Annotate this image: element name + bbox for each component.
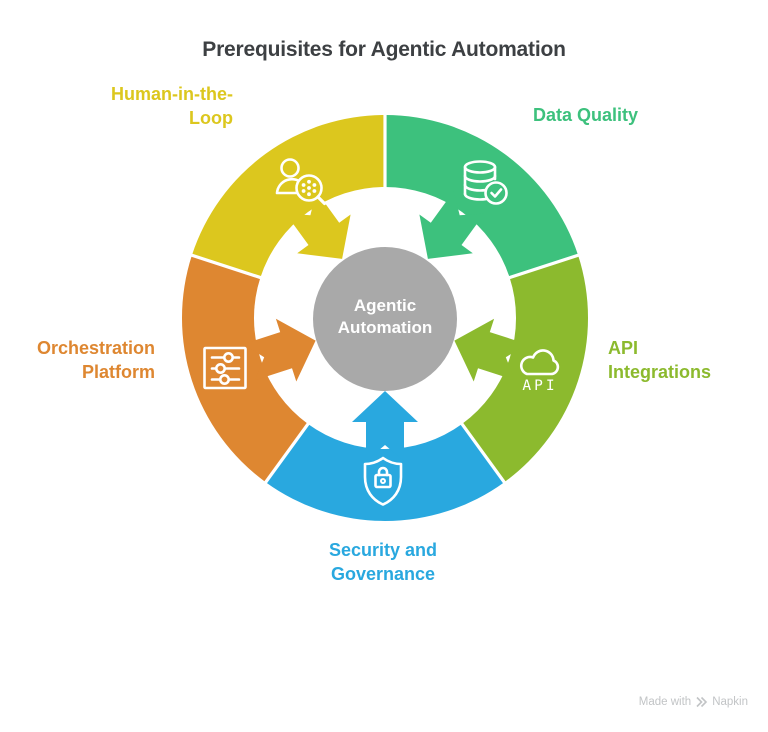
- api-icon-label: API: [522, 378, 557, 394]
- label-line: Integrations: [608, 362, 712, 382]
- watermark-text: Made with: [638, 696, 692, 708]
- center-hub-label-line: Agentic: [353, 296, 417, 315]
- arrow-orchestration-platform: [243, 318, 316, 382]
- segment-dividers: [182, 106, 588, 491]
- label-line: API: [608, 338, 639, 358]
- segment-data-quality: [385, 115, 579, 278]
- segment-human-in-the-loop: [191, 115, 385, 278]
- label-line: Platform: [81, 362, 155, 382]
- label-line: Governance: [330, 564, 436, 584]
- watermark-brand: Napkin: [712, 696, 748, 708]
- arrow-security-and-governance: [352, 391, 418, 461]
- arrow-human-in-the-loop: [285, 191, 351, 259]
- label-line: Human-in-the-: [111, 84, 233, 104]
- database-check-icon: [463, 160, 508, 205]
- person-review-icon: [275, 158, 327, 206]
- divider-line: [456, 417, 511, 491]
- label-security-and-governance: Security and Governance: [258, 538, 508, 586]
- divider-line: [259, 417, 314, 491]
- label-data-quality: Data Quality: [533, 103, 638, 127]
- watermark: Made with Napkin: [639, 694, 748, 710]
- center-hub-circle: [313, 247, 457, 391]
- label-human-in-the-loop: Human-in-the- Loop: [111, 82, 233, 130]
- segment-security-and-governance: [265, 424, 505, 521]
- label-api-integrations: API Integrations: [608, 336, 711, 384]
- ring-segments: [181, 115, 589, 521]
- arrow-data-quality: [419, 191, 485, 259]
- inward-arrows: [243, 191, 527, 461]
- diagram-title: Prerequisites for Agentic Automation: [202, 38, 566, 61]
- label-orchestration-platform: Orchestration Platform: [37, 336, 155, 384]
- label-line: Security and: [328, 540, 438, 560]
- divider-line: [182, 250, 268, 282]
- sliders-icon: [203, 346, 247, 390]
- cloud-api-icon: API: [519, 349, 560, 394]
- napkin-logo-icon: [696, 696, 708, 708]
- shield-lock-icon: [363, 456, 403, 506]
- label-line: Orchestration: [36, 338, 155, 358]
- arrow-api-integrations: [454, 318, 527, 382]
- segment-api-integrations: [462, 255, 589, 483]
- center-hub-label: Agentic Automation: [310, 295, 460, 339]
- label-line: Data Quality: [533, 105, 639, 125]
- center-hub-label-line: Automation: [337, 318, 433, 337]
- divider-line: [502, 250, 588, 282]
- label-line: Loop: [189, 108, 233, 128]
